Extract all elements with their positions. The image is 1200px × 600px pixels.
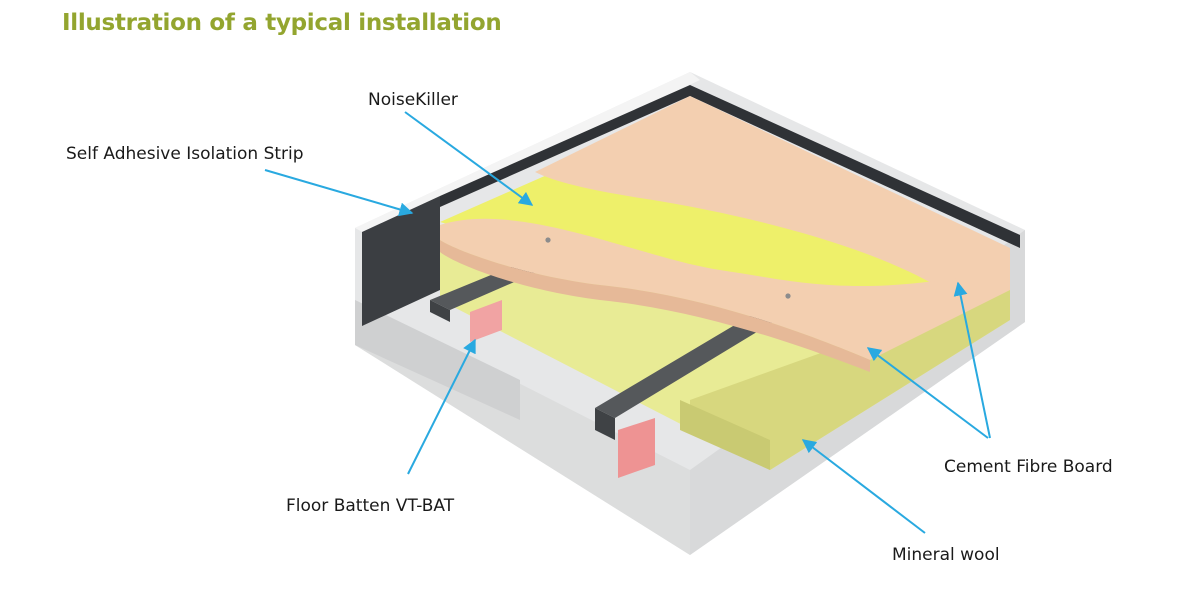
label-floor-batten: Floor Batten VT-BAT [286, 496, 455, 516]
label-mineral-wool: Mineral wool [892, 545, 1000, 565]
mineral-wool-leader [801, 439, 926, 534]
cement-board-leader-2 [953, 281, 991, 439]
cement-fibre-board [440, 96, 1010, 372]
label-isolation-strip: Self Adhesive Isolation Strip [66, 144, 304, 164]
resilient-pads [470, 300, 655, 478]
label-cement-fibre-board: Cement Fibre Board [944, 457, 1113, 477]
isolation-strip-leader [264, 169, 414, 217]
noisekiller-leader [404, 111, 534, 206]
leader-lines [264, 111, 991, 534]
isolation-strip [362, 85, 1020, 326]
label-noisekiller: NoiseKiller [368, 90, 458, 110]
page-title: Illustration of a typical installation [62, 10, 502, 36]
cement-board-leader-1 [866, 347, 989, 439]
floor-batten-leader [407, 338, 476, 475]
